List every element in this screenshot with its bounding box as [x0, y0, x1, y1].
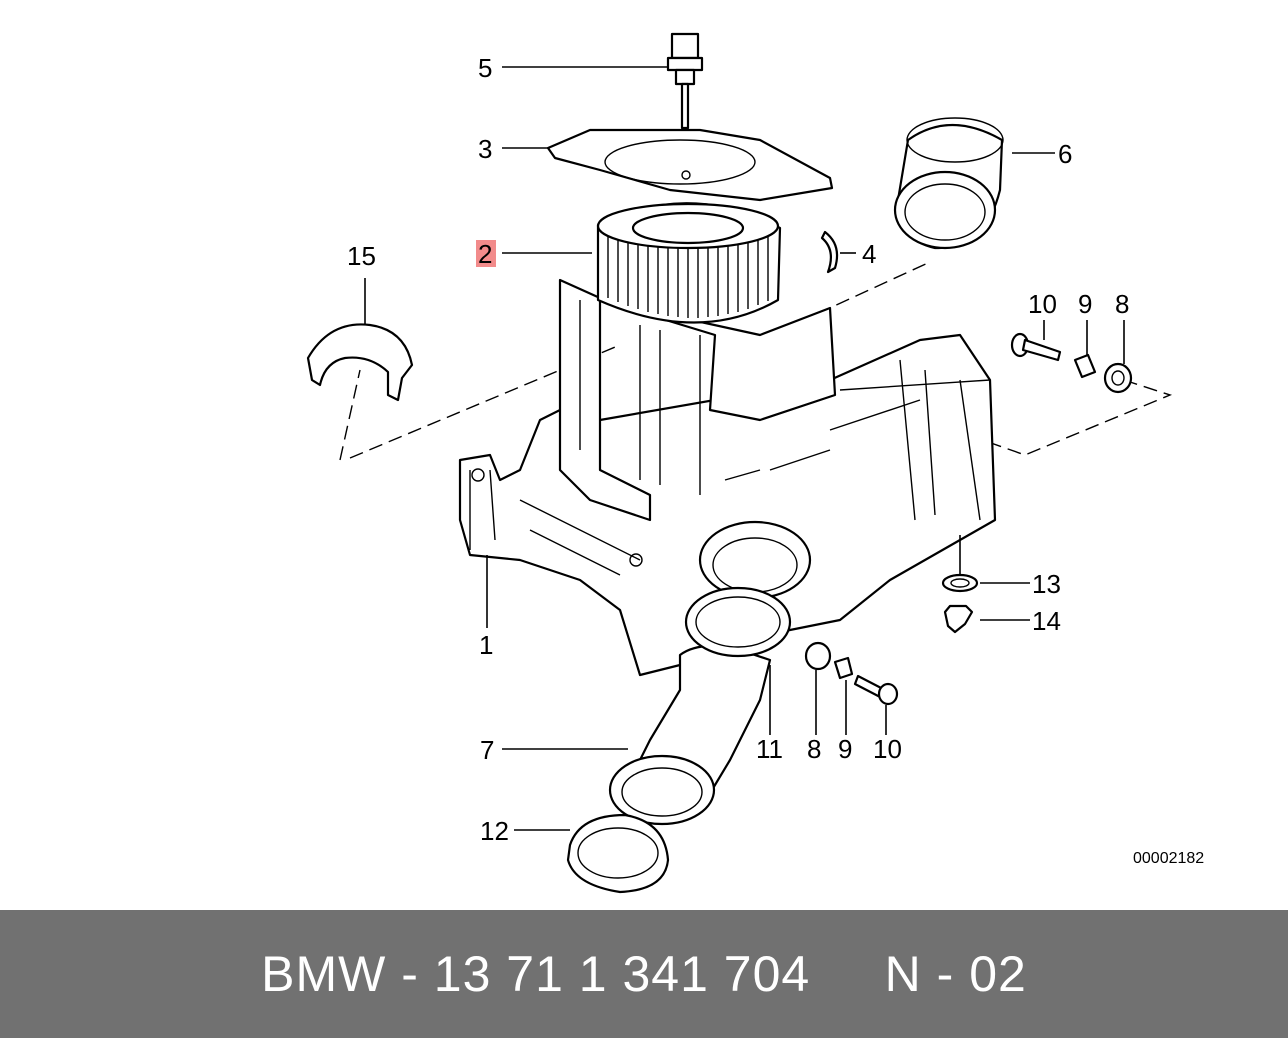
callout-2-highlight — [476, 240, 496, 267]
callout-10-upper: 10 — [1028, 289, 1057, 319]
callout-11: 11 — [756, 734, 783, 764]
callout-5: 5 — [478, 53, 492, 83]
spring-clip — [820, 230, 839, 274]
callout-15: 15 — [347, 241, 376, 271]
callout-14: 14 — [1032, 606, 1061, 636]
hose-clamp-11 — [684, 586, 792, 658]
rubber-boot — [893, 117, 1004, 250]
callout-6: 6 — [1058, 139, 1072, 169]
lower-fastener-set — [804, 641, 899, 706]
air-filter-housing — [458, 278, 997, 677]
callout-4: 4 — [862, 239, 876, 269]
diagram-reference-code: 00002182 — [1133, 850, 1204, 867]
callout-labels: 5 3 2 6 4 15 10 9 8 1 13 14 7 11 8 9 10 … — [347, 53, 1204, 867]
upper-fastener-set — [1010, 332, 1133, 394]
exploded-parts-diagram: 5 3 2 6 4 15 10 9 8 1 13 14 7 11 8 9 10 … — [306, 32, 1204, 894]
callout-1: 1 — [479, 630, 493, 660]
callout-8-upper: 8 — [1115, 289, 1129, 319]
callout-13: 13 — [1032, 569, 1061, 599]
leader-lines — [364, 66, 1125, 831]
hose-clamp-12 — [566, 813, 670, 894]
callout-9-upper: 9 — [1078, 289, 1092, 319]
callout-2: 2 — [478, 239, 492, 269]
callout-8-lower: 8 — [807, 734, 821, 764]
intake-hose — [608, 644, 772, 826]
callout-12: 12 — [480, 816, 509, 846]
temperature-sensor — [666, 32, 704, 130]
callout-3: 3 — [478, 134, 492, 164]
part-number-banner: BMW - 13 71 1 341 704 N - 02 — [0, 910, 1288, 1038]
air-filter-element — [596, 202, 782, 324]
cover-plate — [546, 128, 834, 202]
retaining-ring — [306, 323, 414, 402]
callout-10-lower: 10 — [873, 734, 902, 764]
callout-9-lower: 9 — [838, 734, 852, 764]
seal-and-plug — [941, 573, 979, 634]
callout-7: 7 — [480, 735, 494, 765]
part-number-text: BMW - 13 71 1 341 704 N - 02 — [261, 946, 1027, 1002]
